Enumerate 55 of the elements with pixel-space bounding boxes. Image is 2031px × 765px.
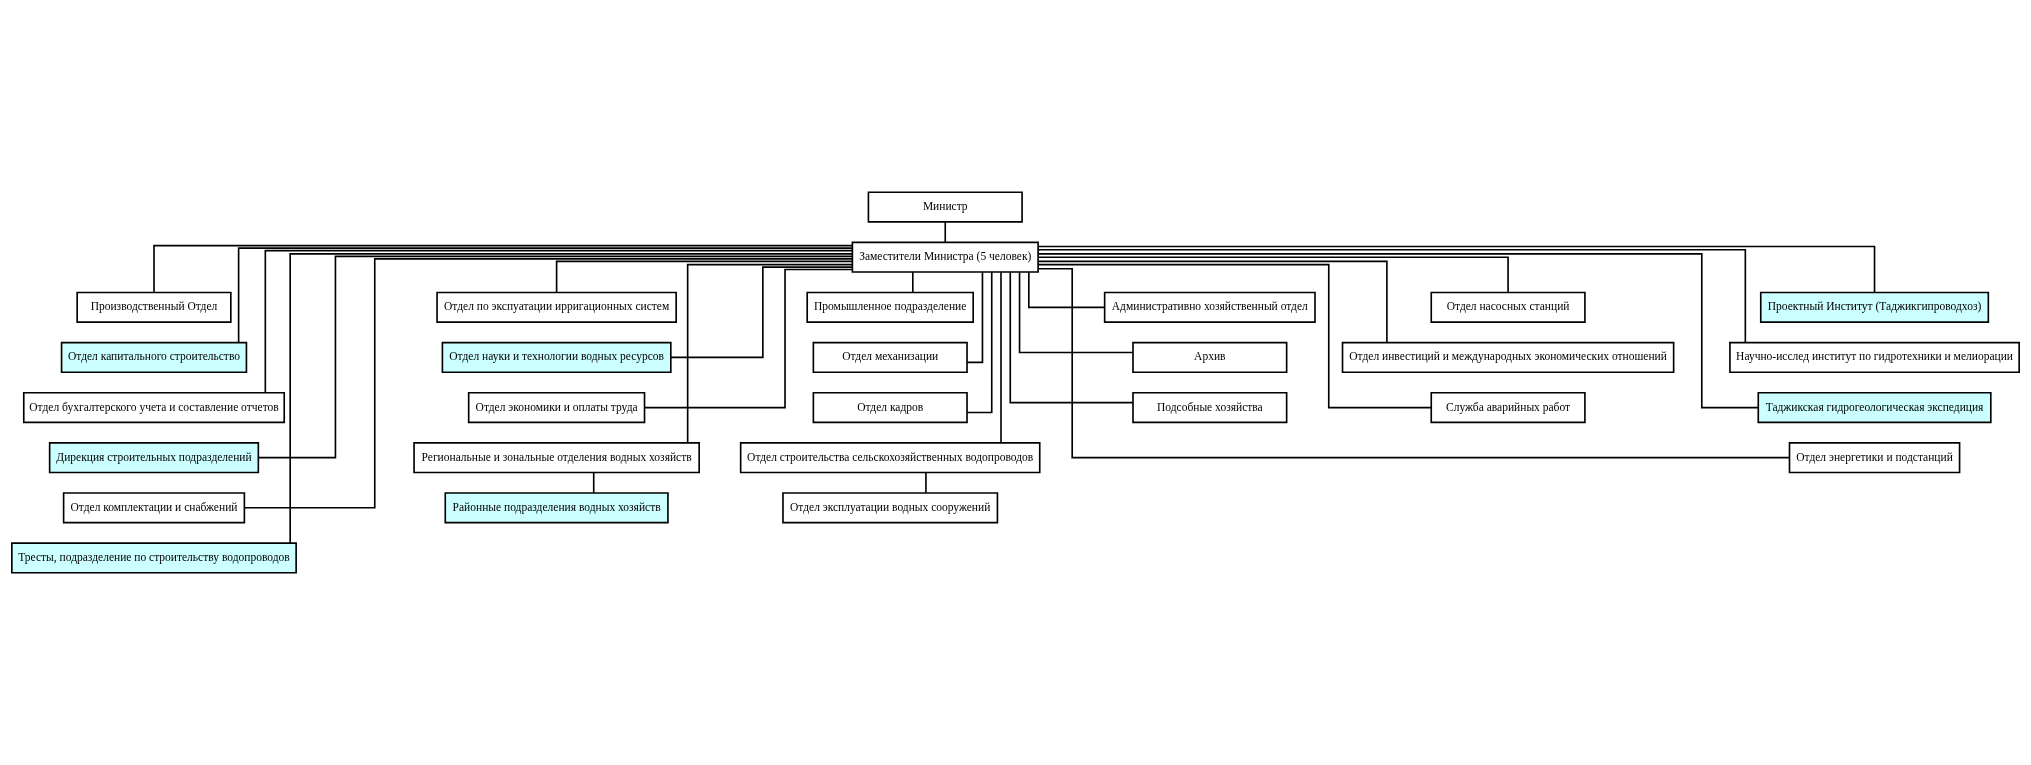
node-box: Отдел бухгалтерского учета и составление отчетов — [22, 391, 286, 424]
connector — [1037, 260, 1388, 344]
connector — [592, 471, 595, 494]
node-box: Отдел комплектации и снабжений — [62, 492, 246, 524]
connector — [643, 268, 854, 409]
node-box: Дирекция строительных подразделений — [48, 442, 260, 474]
node-box: Отдел кадров — [812, 391, 968, 424]
node-box: Отдел строительства сельскохозяйственных водопроводов — [739, 442, 1041, 474]
node-box: Отдел энергетики и подстанций — [1788, 442, 1961, 474]
connector — [257, 255, 854, 459]
connector — [1037, 267, 1791, 459]
connector — [925, 471, 927, 494]
node-box: Отдел науки и технологии водных ресурсов — [441, 341, 672, 374]
node-box: Отдел инвестиций и международных экономических отношений — [1341, 341, 1675, 374]
node-box: Отдел экономики и оплаты труда — [467, 391, 646, 424]
connector — [243, 258, 854, 509]
connector — [1028, 271, 1106, 309]
node-box: Отдел механизации — [812, 341, 968, 374]
node-box: Отдел насосных станций — [1430, 291, 1586, 323]
node-box: Подсобные хозяйства — [1132, 391, 1288, 424]
node-box: Промышленное подразделение — [806, 291, 974, 323]
node-box: Проектный Институт (Таджикгипроводхоз) — [1759, 291, 1990, 323]
connector — [1018, 271, 1134, 354]
connector — [1037, 245, 1876, 294]
connector — [670, 266, 853, 359]
connector — [1037, 249, 1747, 344]
node-box: Отдел эксплуатации водных сооружений — [782, 492, 999, 524]
connector — [1037, 263, 1433, 409]
node-box: Административно хозяйственный отдел — [1103, 291, 1316, 323]
node-box: Тресты, подразделение по строительству водопроводов — [11, 542, 297, 574]
connector — [1009, 271, 1134, 404]
connector — [944, 221, 947, 243]
node-box: Таджикская гидрогеологическая экспедиция — [1757, 391, 1992, 424]
connector — [966, 271, 993, 414]
node-box: Министр — [867, 191, 1023, 223]
connector — [1000, 271, 1002, 444]
connector — [1037, 256, 1509, 294]
node-box: Региональные и зональные отделения водных хозяйств — [413, 442, 700, 474]
connector — [264, 249, 853, 394]
node-box: Отдел по экспуатации ирригационных систем — [436, 291, 677, 323]
node-box: Отдел капитального строительство — [60, 341, 248, 374]
node-box: Научно-исслед институт по гидротехники и мелиорации — [1729, 341, 2020, 374]
connector — [686, 263, 854, 444]
node-box: Архив — [1132, 341, 1288, 374]
connector — [289, 253, 853, 544]
node-box: Производственный Отдел — [76, 291, 232, 323]
node-box: Служба аварийных работ — [1430, 391, 1586, 424]
node-box: Районные подразделения водных хозяйств — [444, 492, 669, 524]
connector — [153, 244, 853, 294]
node-box: Заместители Министра (5 человек) — [851, 241, 1039, 273]
connector — [555, 260, 853, 294]
connector — [911, 271, 914, 294]
connector — [237, 247, 853, 344]
connector — [1037, 253, 1759, 409]
connector — [966, 271, 984, 364]
